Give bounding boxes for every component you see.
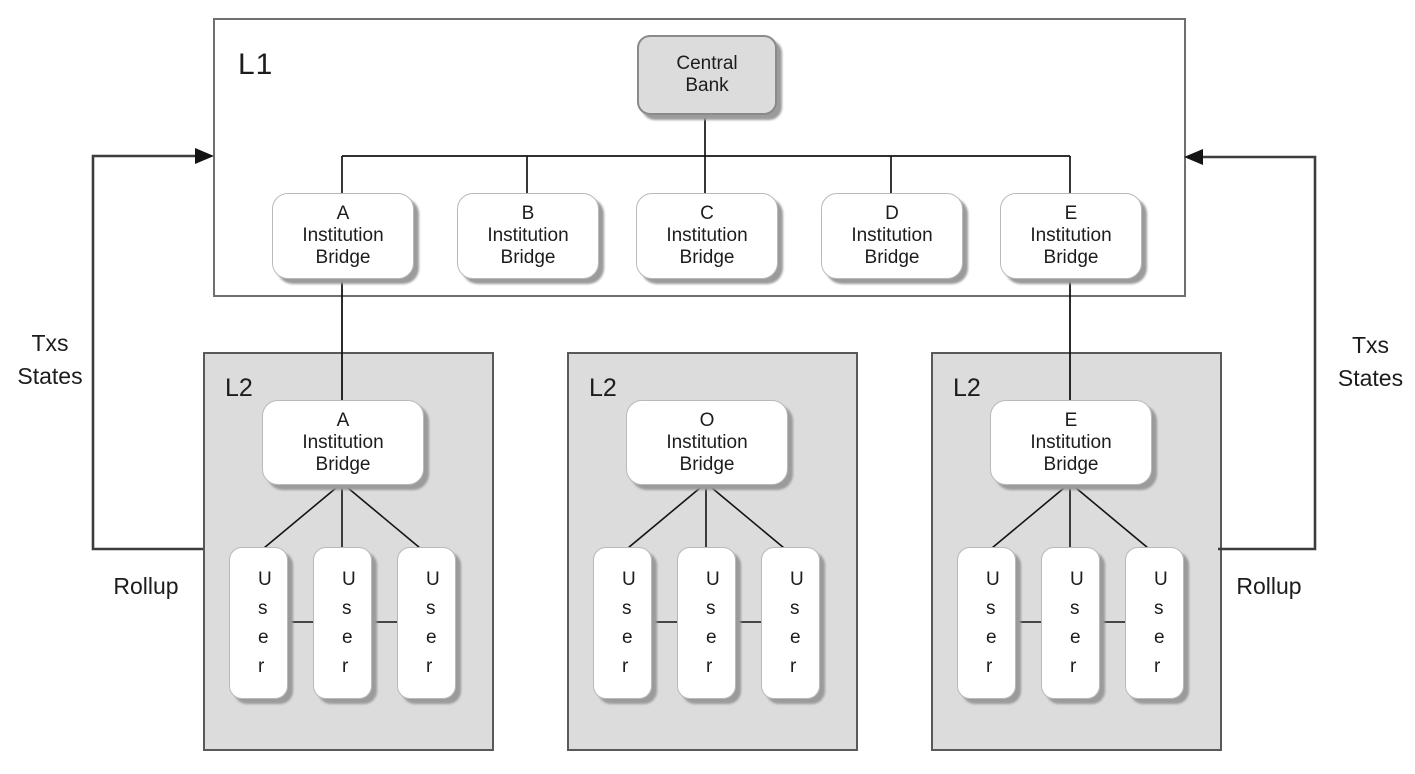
l1-bridge-c-label: C Institution Bridge bbox=[666, 203, 748, 268]
l2-label: L2 bbox=[225, 374, 253, 402]
user-node: User bbox=[593, 547, 652, 699]
user-node: User bbox=[1041, 547, 1100, 699]
user-label: User bbox=[1154, 569, 1168, 677]
txs-states-label-left: Txs States bbox=[17, 330, 83, 389]
rollup-label-right: Rollup bbox=[1236, 573, 1302, 599]
l2-bridge-a-label: A Institution Bridge bbox=[302, 409, 384, 475]
l1-bridge-b: B Institution Bridge bbox=[457, 193, 599, 279]
user-label: User bbox=[426, 569, 440, 677]
l1-bridge-c: C Institution Bridge bbox=[636, 193, 778, 279]
user-node: User bbox=[313, 547, 372, 699]
central-bank-node: Central Bank bbox=[637, 35, 777, 115]
l2-bridge-e-label: E Institution Bridge bbox=[1030, 409, 1112, 475]
l1-bridge-d-label: D Institution Bridge bbox=[851, 203, 933, 268]
l1-bridge-a-label: A Institution Bridge bbox=[302, 203, 384, 268]
right-arrowhead bbox=[1184, 149, 1203, 165]
user-label: User bbox=[622, 569, 636, 677]
central-bank-label: Central Bank bbox=[676, 53, 738, 96]
user-label: User bbox=[1070, 569, 1084, 677]
rollup-label-left: Rollup bbox=[113, 573, 179, 599]
l1-label: L1 bbox=[238, 48, 274, 81]
l1-bridge-e-label: E Institution Bridge bbox=[1030, 203, 1112, 268]
user-node: User bbox=[1125, 547, 1184, 699]
user-label: User bbox=[706, 569, 720, 677]
user-label: User bbox=[342, 569, 356, 677]
user-node: User bbox=[229, 547, 288, 699]
l1-bridge-e: E Institution Bridge bbox=[1000, 193, 1142, 279]
user-label: User bbox=[986, 569, 1000, 677]
l2-bridge-o-label: O Institution Bridge bbox=[666, 409, 748, 475]
l2-bridge-e: E Institution Bridge bbox=[990, 400, 1152, 485]
txs-states-label-right: Txs States bbox=[1337, 332, 1404, 391]
user-label: User bbox=[790, 569, 804, 677]
left-arrowhead bbox=[195, 148, 214, 164]
l2-bridge-o: O Institution Bridge bbox=[626, 400, 788, 485]
l2-label: L2 bbox=[953, 374, 981, 402]
l1-bridge-a: A Institution Bridge bbox=[272, 193, 414, 279]
user-node: User bbox=[397, 547, 456, 699]
user-node: User bbox=[957, 547, 1016, 699]
user-label: User bbox=[258, 569, 272, 677]
user-node: User bbox=[677, 547, 736, 699]
l2-bridge-a: A Institution Bridge bbox=[262, 400, 424, 485]
left-rollup-loop bbox=[91, 154, 203, 551]
l1-bridge-d: D Institution Bridge bbox=[821, 193, 963, 279]
l2-label: L2 bbox=[589, 374, 617, 402]
l1-bridge-b-label: B Institution Bridge bbox=[487, 203, 569, 268]
user-node: User bbox=[761, 547, 820, 699]
